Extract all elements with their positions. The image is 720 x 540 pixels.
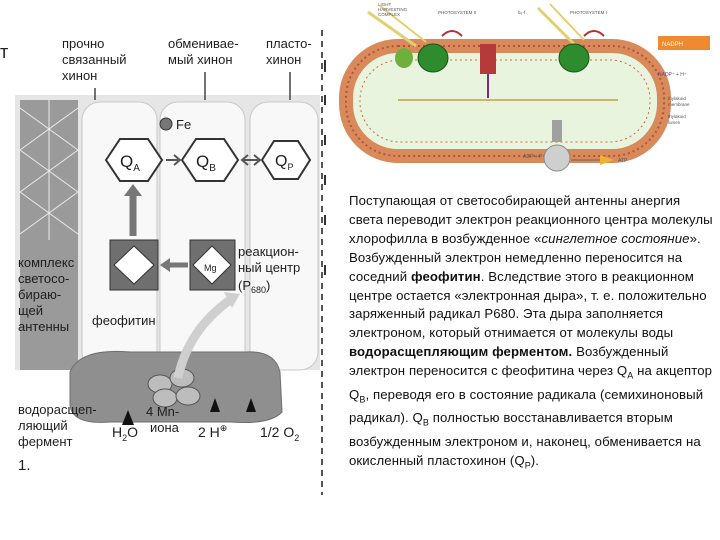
antenna-label: комплекс светосо- бираю- щей антенны [18,255,78,334]
reaction-center-label: реакцион- ный центр (P680) [238,244,304,295]
qa-hexagon [104,138,164,182]
text-bold-enzyme: водорасщепляющим ферментом. [349,344,573,360]
text-subscript: A [627,370,634,381]
arrowhead-icon [224,292,240,308]
text-subscript: B [359,394,366,405]
nadp-label: NADP⁺ + H⁺ [658,72,687,78]
pheophytin-label: феофитин [92,313,156,328]
atp-synthase-head [543,144,571,172]
text-part: полностью восстанавливается вторым возбу… [349,410,701,468]
membrane-texture-inner [359,59,651,143]
reaction-center-diamond [192,245,232,285]
text-part: ). [530,452,540,468]
text-part: ». Возбужденный электрон немедленно пере… [349,230,701,284]
protons-label: 2 H⊕ [198,423,227,440]
stray-char: т [0,42,9,62]
light-ray [549,3,585,41]
arrow-curved-icon [441,30,463,37]
arrowhead-icon [124,184,142,196]
adp-label: ADP + P [523,154,543,160]
text-part: . Вследствие этого в реакционном центре … [349,268,707,341]
nadph-label: NADPH [662,42,683,48]
exchangeable-quinone-label: обменивае- мый хинон [168,36,242,67]
iron-atom-icon [159,117,173,131]
text-part: , переводя его в состояние радикала (сем… [349,386,704,426]
text-subscript: B [422,417,430,428]
photosystem-1-label: PHOTOSYSTEM I [570,10,607,15]
arrow-electron-from-water [173,296,233,379]
arrowhead-icon [122,410,134,425]
text-subscript: P [524,460,531,471]
qb-hexagon [180,138,240,182]
text-part: Поступающая от светособирающей антенны а… [349,193,713,246]
membrane-texture-outer [345,45,665,157]
atp-synthase-stalk [552,120,562,142]
cytochrome-complex [480,44,496,74]
qp-hexagon [260,140,312,180]
water-splitting-enzyme [69,350,283,423]
photosystem-2-label: PHOTOSYSTEM II [438,10,476,15]
arrow-qb-exchange-qp [240,154,262,166]
qa-label: QA [120,152,140,174]
atp-arrow-icon [600,155,614,165]
mg-label: Mg [204,263,217,273]
water-label: H2O [112,424,138,443]
thylakoid-membrane [339,39,671,163]
light-ray [367,10,417,48]
photosystem-1-protein [558,43,590,73]
mn-ion-4 [175,386,201,406]
plastoquinone-label: пласто- хинон [266,36,315,67]
mn-label: 4 Mn- иона [146,404,183,435]
description-text: Поступающая от светособирающей антенны а… [349,192,715,475]
fe-label: Fe [176,117,191,132]
arrow-qa-to-qb [166,154,182,166]
text-bold-pheophytin: феофитин [411,268,481,284]
cytochrome-label: b₆-f [518,10,526,15]
light-harvesting-protein [395,48,413,68]
atp-label: ATP [618,158,628,164]
bound-quinone-label: прочно связанный хинон [62,36,130,83]
photosystem-scheme: прочно связанный хинон обменивае- мый хи… [15,30,326,495]
light-harvesting-label: LIGHT HARVESTING COMPLEX [378,2,408,17]
light-ray [379,5,427,43]
light-ray [536,6,576,46]
antenna-crosshatch [19,100,79,240]
qp-label: QP [275,153,293,172]
text-italic: синглетное состояние [541,230,690,246]
arrowhead-icon [246,398,256,412]
arrowhead-icon [160,258,170,272]
thylakoid-illustration: NADPH NADP⁺ + H⁺ LIGHT HARVESTING COMPLE… [338,0,720,192]
oxygen-label: 1/2 O2 [260,424,299,443]
arrowhead-icon [210,398,220,412]
thylakoid-notes: thylakoid membrane thylakoid lumen [668,96,691,125]
photosystem-2-protein [417,43,449,73]
pheophytin-diamond [113,245,155,285]
text-part: Возбужденный электрон переносится с феоф… [349,344,669,379]
text-part: на акцептор Q [349,363,713,402]
qb-label: QB [196,152,216,174]
enzyme-label: водорасщеп- ляющий фермент 1. [18,402,100,474]
nadph-box [658,36,710,50]
arrow-curved-icon [583,30,605,37]
